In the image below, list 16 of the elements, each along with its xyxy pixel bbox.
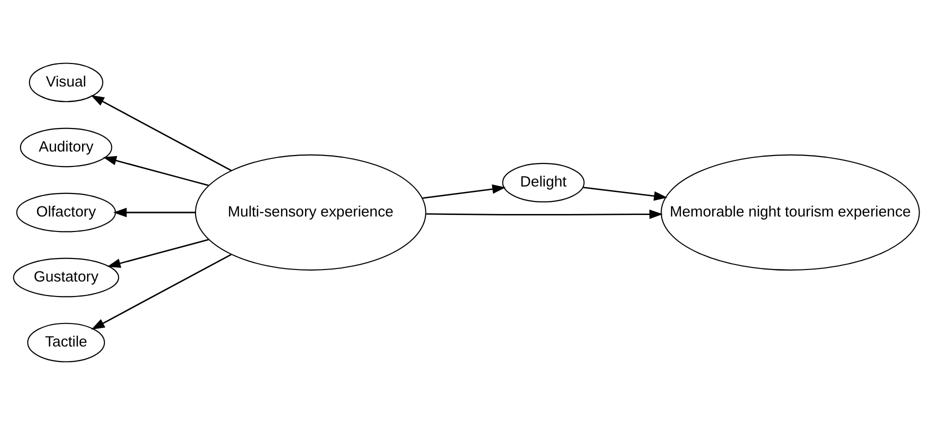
node-ellipse: Visual — [28, 62, 104, 102]
arrow — [113, 208, 196, 218]
node-ellipse: Gustatory — [13, 258, 120, 298]
arrow — [422, 184, 506, 199]
arrow — [583, 186, 668, 201]
node-ellipse: Multi-sensory experience — [194, 154, 426, 271]
arrow — [107, 238, 209, 268]
node-ellipse: Delight — [502, 162, 585, 202]
arrow — [91, 254, 232, 330]
node-ellipse: Auditory — [20, 128, 112, 168]
arrow — [103, 156, 209, 186]
node-ellipse: Olfactory — [16, 192, 116, 232]
node-ellipse: Memorable night tourism experience — [660, 154, 920, 271]
arrow — [426, 210, 663, 219]
arrow — [90, 95, 232, 172]
node-ellipse: Tactile — [27, 322, 105, 362]
